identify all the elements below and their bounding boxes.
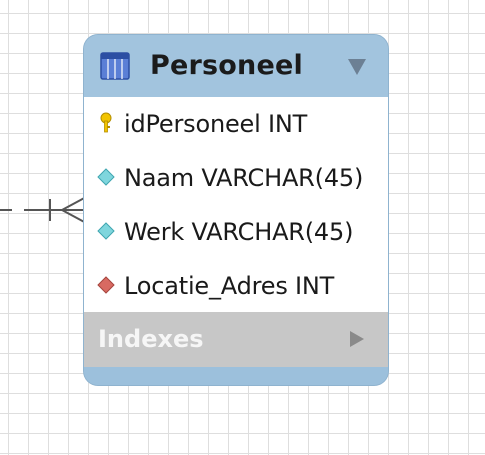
relationship-connector[interactable]	[0, 188, 90, 232]
table-header[interactable]: Personeel	[84, 35, 388, 97]
indexes-label: Indexes	[98, 325, 204, 353]
crowfoot-upper	[61, 195, 89, 211]
chevron-down-icon[interactable]	[342, 53, 372, 81]
column-name: Naam VARCHAR(45)	[124, 164, 364, 192]
column-row[interactable]: idPersoneel INT	[84, 97, 388, 151]
table-title[interactable]: Personeel	[150, 50, 303, 81]
crowfoot-lower	[61, 209, 89, 225]
table-icon	[100, 52, 130, 80]
column-name: idPersoneel INT	[124, 110, 308, 138]
table-personeel[interactable]: Personeel idPersoneel INT Naam VARCHAR(4…	[84, 35, 388, 385]
chevron-right-icon[interactable]	[342, 326, 370, 352]
column-name: Locatie_Adres INT	[124, 272, 335, 300]
column-list: idPersoneel INT Naam VARCHAR(45) Werk VA…	[84, 97, 388, 312]
table-footer	[84, 367, 388, 385]
column-row[interactable]: Locatie_Adres INT	[84, 259, 388, 313]
column-row[interactable]: Werk VARCHAR(45)	[84, 205, 388, 259]
column-diamond-icon	[97, 168, 115, 186]
column-row[interactable]: Naam VARCHAR(45)	[84, 151, 388, 205]
column-diamond-icon	[97, 222, 115, 240]
indexes-section-toggle[interactable]: Indexes	[84, 312, 388, 367]
column-name: Werk VARCHAR(45)	[124, 218, 354, 246]
foreign-key-diamond-icon	[97, 276, 115, 294]
primary-key-icon	[100, 112, 112, 133]
